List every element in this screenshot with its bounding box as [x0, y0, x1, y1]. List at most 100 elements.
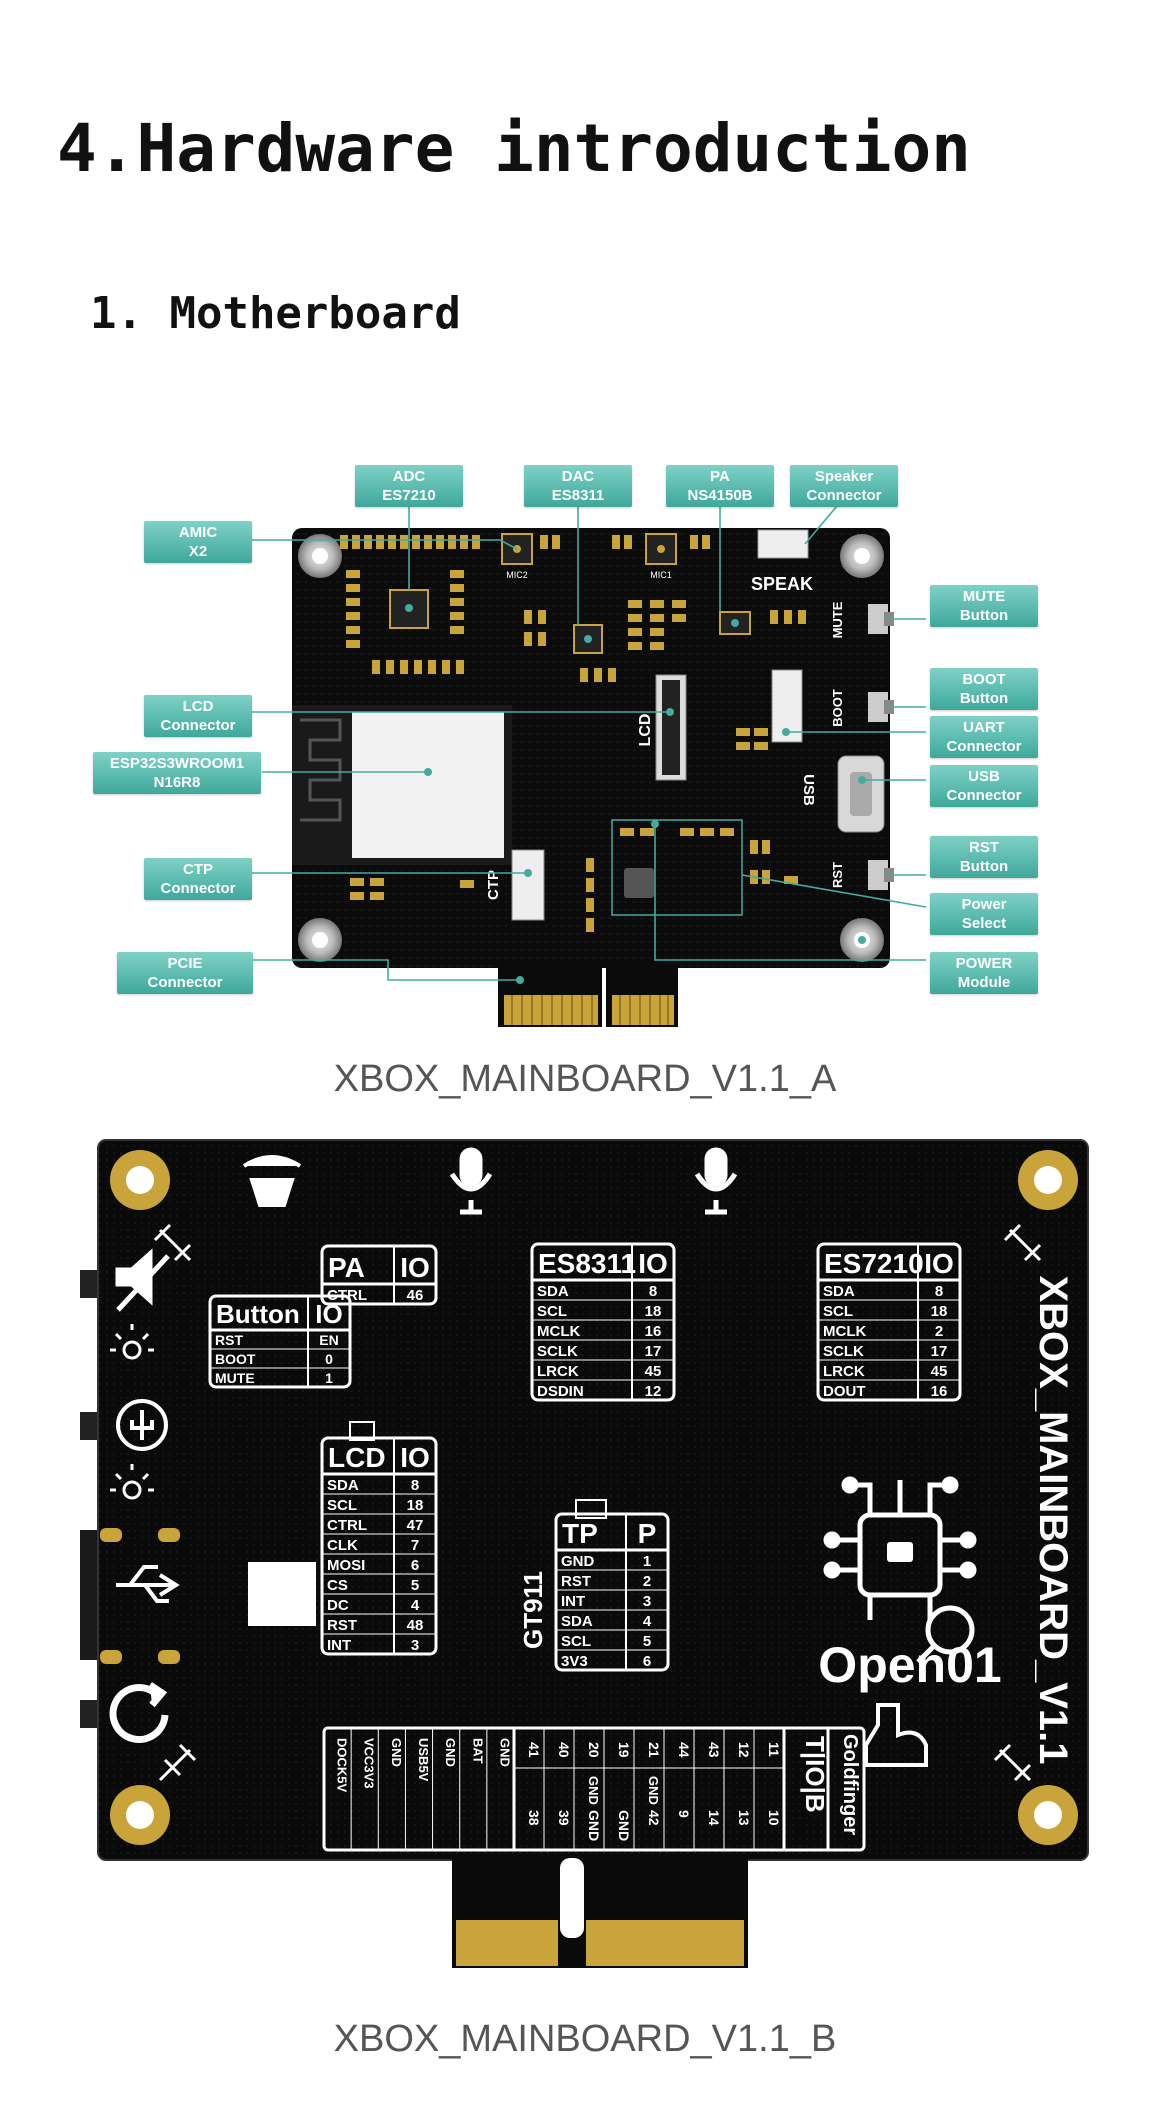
gold-header: T|IO|B: [800, 1736, 830, 1813]
mute-icon: [115, 1248, 170, 1312]
gold-left-pin: BAT: [470, 1738, 485, 1764]
speaker-icon: [242, 1155, 302, 1207]
mute-silk: MUTE: [830, 601, 845, 638]
tp-row-value: 4: [643, 1613, 652, 1630]
gold-bottom-pin: 9: [676, 1810, 692, 1818]
page-heading: 4.Hardware introduction: [57, 110, 971, 187]
tp-row-label: INT: [561, 1593, 585, 1610]
tp-header-name: TP: [562, 1518, 598, 1549]
usb-silk: USB: [800, 774, 817, 806]
mic2-silk: MIC2: [506, 570, 528, 580]
gold-top-pin: 20: [586, 1742, 602, 1758]
gold-top-pin: 12: [736, 1742, 752, 1758]
es7210-row-value: 18: [931, 1303, 948, 1320]
white-pad: [248, 1562, 316, 1626]
smd-parts: [340, 535, 806, 932]
es8311-row-value: 18: [645, 1303, 662, 1320]
es8311-row-label: SCL: [537, 1303, 567, 1320]
es8311-header-io: IO: [638, 1248, 668, 1279]
caption-board-b: XBOX_MAINBOARD_V1.1_B: [333, 2018, 837, 2060]
tp-row-value: 1: [643, 1553, 651, 1570]
lcd-silk: LCD: [637, 714, 654, 747]
gold-bottom-pin: 10: [766, 1810, 782, 1826]
lcd-row-label: CS: [327, 1577, 348, 1594]
button-row-label: BOOT: [215, 1351, 256, 1367]
gold-left-pin: VCC3V3: [362, 1738, 377, 1789]
caption-board-a: XBOX_MAINBOARD_V1.1_A: [333, 1058, 837, 1100]
es7210-row-value: 8: [935, 1283, 943, 1300]
board-title-vertical: XBOX_MAINBOARD_V1.1: [1031, 1275, 1075, 1764]
gold-left-pin: GND: [389, 1738, 404, 1767]
gold-left-pin: USB5V: [416, 1738, 431, 1782]
es7210-header-name: ES7210: [824, 1248, 924, 1279]
pa-row-value: 46: [407, 1287, 424, 1304]
lcd-row-label: MOSI: [327, 1557, 365, 1574]
boot-silk: BOOT: [830, 689, 845, 727]
lcd-row-label: CTRL: [327, 1517, 367, 1534]
lcd-header-name: LCD: [328, 1442, 386, 1473]
button-row-value: 0: [325, 1351, 333, 1367]
rst-button-part: [868, 860, 888, 890]
es8311-row-label: SDA: [537, 1283, 569, 1300]
corner-screws: [110, 1150, 1078, 1845]
es7210-row-label: SCLK: [823, 1343, 864, 1360]
chip-icon: [823, 1476, 977, 1664]
gold-bottom-pin: 42: [646, 1810, 662, 1826]
ctp-connector: [511, 849, 545, 921]
es8311-row-value: 12: [645, 1383, 662, 1400]
mute-button-part: [868, 604, 888, 634]
lcd-row-label: SCL: [327, 1497, 357, 1514]
tp-row-value: 3: [643, 1593, 651, 1610]
tp-row-value: 2: [643, 1573, 651, 1590]
ctp-silk: CTP: [485, 870, 502, 900]
brand-text: Open01: [818, 1637, 1001, 1693]
es7210-row-label: MCLK: [823, 1323, 866, 1340]
gold-left-pin: GND: [497, 1738, 512, 1767]
es8311-row-label: MCLK: [537, 1323, 580, 1340]
section-heading: 1. Motherboard: [90, 288, 461, 339]
button-row-value: 1: [325, 1370, 333, 1386]
mic-icon-right: [694, 1147, 738, 1215]
gold-bottom-pin: 38: [526, 1810, 542, 1826]
pa-header-name: PA: [328, 1252, 365, 1283]
button-header-name: Button: [216, 1299, 300, 1329]
gold-mid-pin: GND: [586, 1776, 601, 1805]
tp-row-value: 5: [643, 1633, 651, 1650]
button-header-io: IO: [315, 1299, 342, 1329]
es8311-row-label: SCLK: [537, 1343, 578, 1360]
gold-top-pin: 44: [676, 1742, 692, 1758]
es7210-row-value: 16: [931, 1383, 948, 1400]
gold-bottom-pin: 13: [736, 1810, 752, 1826]
es8311-row-value: 16: [645, 1323, 662, 1340]
tp-row-label: SCL: [561, 1633, 591, 1650]
lcd-row-label: INT: [327, 1637, 351, 1654]
tp-row-label: SDA: [561, 1613, 593, 1630]
gold-left-pin: GND: [443, 1738, 458, 1767]
lcd-row-label: CLK: [327, 1537, 358, 1554]
lcd-row-value: 4: [411, 1597, 420, 1614]
gold-bottom-pin: 39: [556, 1810, 572, 1826]
led-icon: [110, 1324, 154, 1360]
es8311-row-value: 8: [649, 1283, 657, 1300]
tp-row-label: RST: [561, 1573, 591, 1590]
